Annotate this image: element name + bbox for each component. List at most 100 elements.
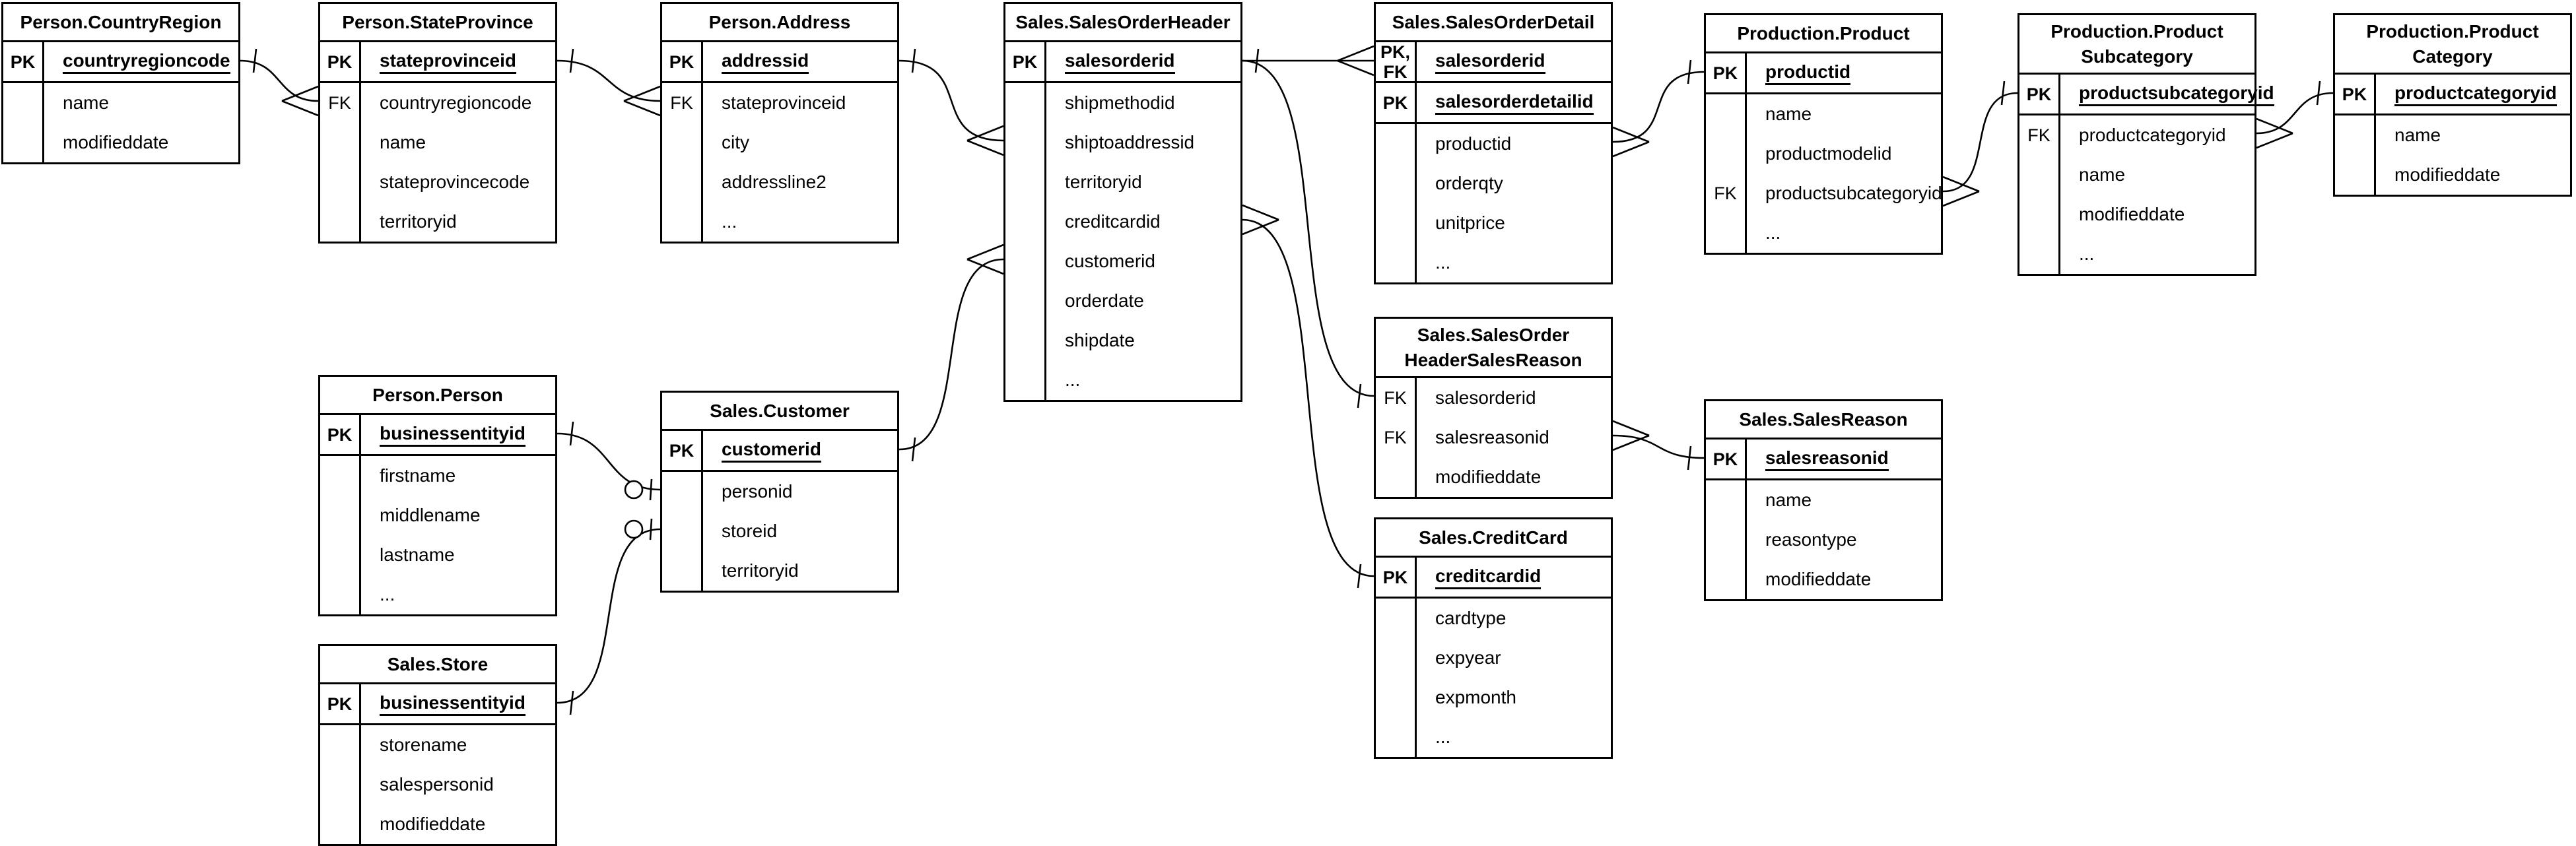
column-row[interactable]: ... — [1376, 243, 1611, 282]
column-row[interactable]: modifieddate — [3, 123, 238, 162]
column-row[interactable]: ... — [1706, 213, 1941, 253]
column-row[interactable]: orderdate — [1005, 281, 1240, 321]
column-name-cell: productsubcategoryid — [2060, 75, 2274, 114]
column-name-cell: shiptoaddressid — [1046, 123, 1194, 162]
column-row[interactable]: name — [2335, 115, 2570, 155]
column-row[interactable]: ... — [662, 202, 897, 242]
column-name: ... — [1435, 727, 1451, 747]
column-row[interactable]: modifieddate — [320, 804, 555, 844]
column-name-cell: ... — [1417, 717, 1450, 757]
column-row[interactable]: shiptoaddressid — [1005, 123, 1240, 162]
column-row[interactable]: name — [2019, 155, 2254, 195]
column-row[interactable]: territoryid — [320, 202, 555, 242]
relationship-sales-customer--sales-salesorderheader[interactable] — [898, 244, 1004, 462]
column-row[interactable]: stateprovincecode — [320, 162, 555, 202]
column-row[interactable]: lastname — [320, 535, 555, 575]
column-row[interactable]: shipmethodid — [1005, 83, 1240, 123]
column-row[interactable]: storename — [320, 725, 555, 765]
column-row[interactable]: creditcardid — [1005, 202, 1240, 242]
relationship-production-productsubcategory--production-productcategory[interactable] — [2256, 81, 2334, 149]
relationship-person-countryregion--person-stateprovince[interactable] — [240, 48, 319, 117]
column-row[interactable]: city — [662, 123, 897, 162]
column-row[interactable]: modifieddate — [2019, 195, 2254, 234]
relationship-sales-salesorderheader--sales-salesorderdetail[interactable] — [1242, 45, 1374, 77]
relationship-sales-salesorderheadersalesreason--sales-salesreason[interactable] — [1612, 420, 1705, 471]
column-row[interactable]: unitprice — [1376, 203, 1611, 243]
fk-badge: FK — [1376, 418, 1417, 457]
column-row[interactable]: territoryid — [662, 551, 897, 591]
column-row[interactable]: firstname — [320, 456, 555, 496]
column-row[interactable]: shipdate — [1005, 321, 1240, 360]
relationship-sales-store--sales-customer[interactable] — [557, 518, 661, 715]
column-row[interactable]: ... — [320, 575, 555, 614]
relationship-person-address--sales-salesorderheader[interactable] — [898, 48, 1004, 156]
column-row[interactable]: personid — [662, 472, 897, 511]
column-row[interactable]: name — [1706, 94, 1941, 134]
column-row[interactable]: expmonth — [1376, 678, 1611, 717]
column-row[interactable]: name — [1706, 480, 1941, 520]
relationship-person-stateprovince--person-address[interactable] — [557, 48, 661, 117]
column-row[interactable]: ... — [1376, 717, 1611, 757]
column-row[interactable]: modifieddate — [2335, 155, 2570, 195]
column-row[interactable]: customerid — [1005, 242, 1240, 281]
column-row[interactable]: storeid — [662, 511, 897, 551]
column-row[interactable]: salespersonid — [320, 765, 555, 804]
column-row[interactable]: ... — [1005, 360, 1240, 400]
column-row[interactable]: reasontype — [1706, 520, 1941, 560]
column-row[interactable]: expyear — [1376, 638, 1611, 678]
column-name-cell: modifieddate — [44, 123, 168, 162]
relationship-sales-salesorderheader--sales-creditcard[interactable] — [1242, 204, 1374, 589]
column-row[interactable]: ... — [2019, 234, 2254, 274]
relationship-sales-salesorderheader--sales-salesorderheadersalesreason[interactable] — [1242, 59, 1374, 408]
column-row[interactable]: modifieddate — [1376, 457, 1611, 497]
relationship-sales-salesorderdetail--production-product[interactable] — [1612, 59, 1705, 158]
relationship-production-product--production-productsubcategory[interactable] — [1942, 81, 2018, 207]
column-row[interactable]: name — [3, 83, 238, 123]
column-row[interactable]: productmodelid — [1706, 134, 1941, 174]
column-row[interactable]: cardtype — [1376, 599, 1611, 638]
relationship-person-person--sales-customer[interactable] — [557, 421, 661, 501]
column-row[interactable]: name — [320, 123, 555, 162]
column-row[interactable]: productid — [1376, 124, 1611, 164]
key-badge-empty — [2019, 195, 2060, 234]
column-row[interactable]: addressline2 — [662, 162, 897, 202]
column-row[interactable]: orderqty — [1376, 164, 1611, 203]
column-row[interactable]: middlename — [320, 496, 555, 535]
column-row[interactable]: modifieddate — [1706, 560, 1941, 599]
column-row[interactable]: territoryid — [1005, 162, 1240, 202]
